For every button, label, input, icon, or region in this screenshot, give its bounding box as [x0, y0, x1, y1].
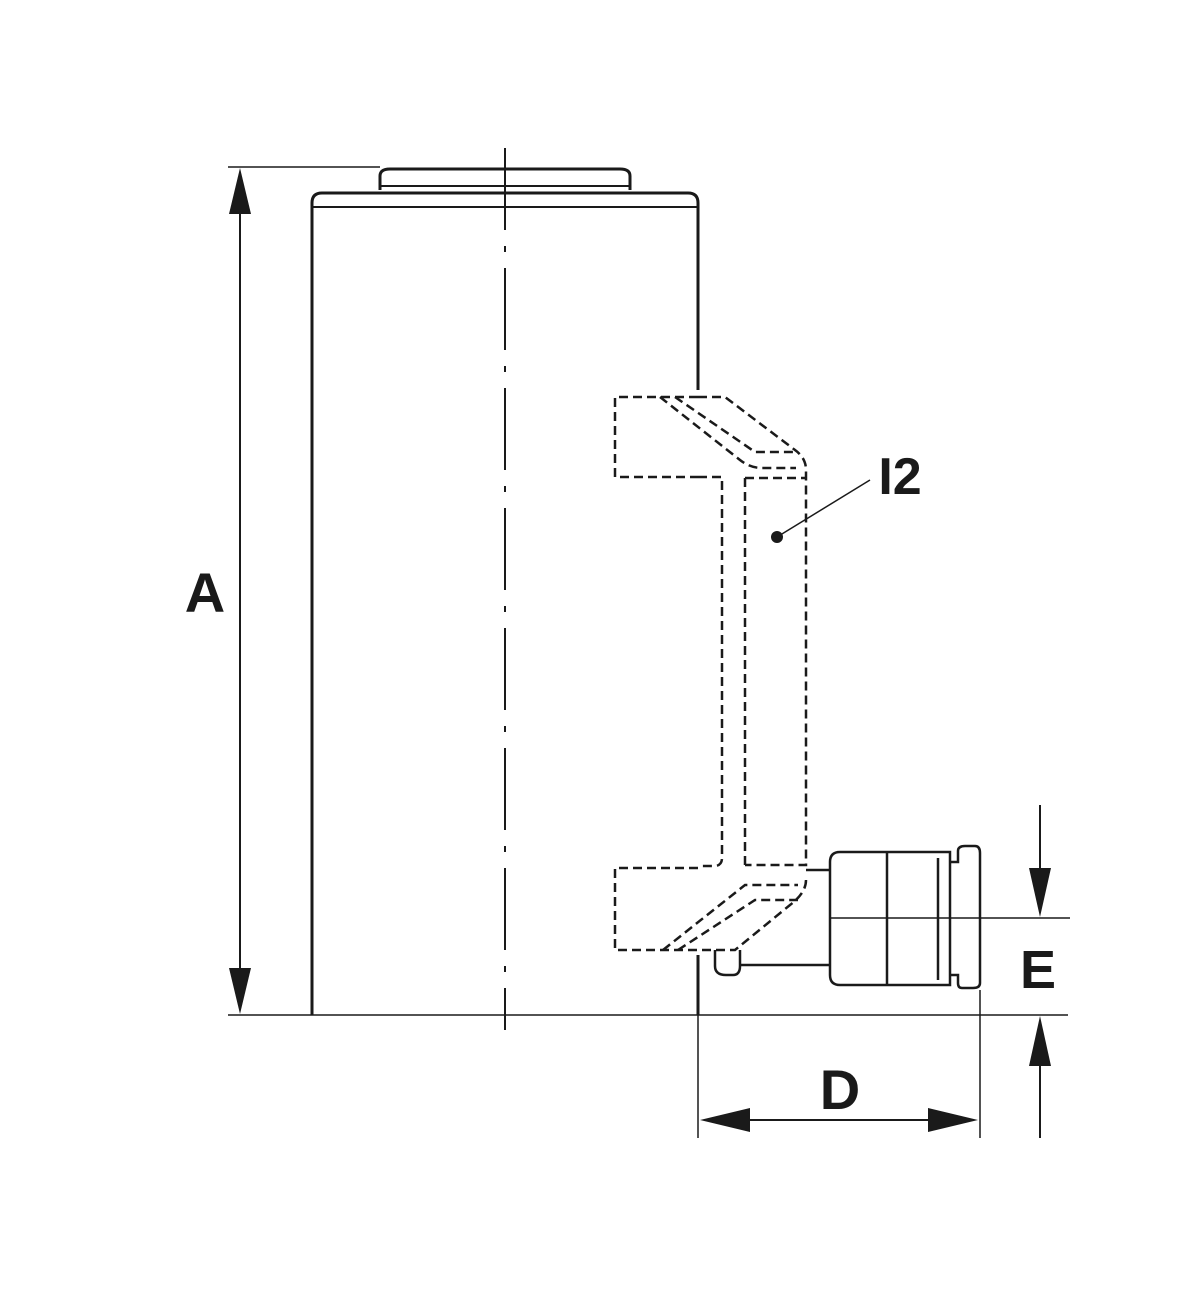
dimension-a: A — [185, 166, 1068, 1016]
dim-a-arrow-bottom — [229, 968, 251, 1014]
handle-bottom-brace — [662, 883, 798, 952]
callout-dot — [771, 531, 783, 543]
callout-leader-line — [776, 479, 871, 538]
dim-e-label: E — [1020, 940, 1056, 1000]
carry-handle — [613, 395, 808, 952]
dim-e-arrow-bottom — [1029, 1016, 1051, 1066]
dim-e-arrow-top — [1029, 868, 1051, 917]
dim-a-arrow-top — [229, 168, 251, 214]
handle-callout: I2 — [771, 448, 922, 543]
coupler-end-cap — [950, 844, 982, 990]
callout-label: I2 — [878, 448, 921, 506]
dimension-d: D — [697, 990, 981, 1138]
hydraulic-coupler — [713, 844, 982, 990]
dim-d-label: D — [820, 1058, 860, 1121]
handle-inner-outline — [698, 475, 806, 868]
dim-d-arrow-left — [700, 1108, 750, 1132]
dim-a-label: A — [185, 561, 225, 624]
coupler-body — [828, 850, 952, 987]
coupler-nub — [713, 950, 742, 977]
dimension-e: E — [830, 805, 1070, 1138]
handle-top-brace — [659, 395, 798, 470]
dim-d-arrow-right — [928, 1108, 978, 1132]
